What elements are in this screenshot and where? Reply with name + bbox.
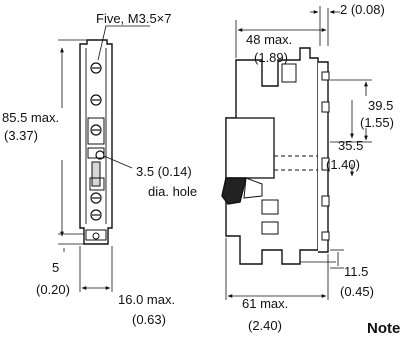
depth-mm-label: 61 max.: [242, 296, 288, 311]
front-dimension-lines: [58, 25, 150, 292]
bottom-in-label: (0.20): [36, 282, 70, 297]
foot-in-label: (0.45): [340, 284, 374, 299]
note-heading: Note: [367, 320, 400, 337]
top-in-label: (1.89): [254, 50, 288, 65]
height-mm-label: 85.5 max.: [2, 110, 59, 125]
bottom-mm-label: 5: [52, 260, 59, 275]
width-in-label: (0.63): [132, 312, 166, 327]
foot-mm-label: 11.5: [344, 264, 368, 279]
width-mm-label: 16.0 max.: [118, 292, 175, 307]
height-in-label: (3.37): [4, 128, 38, 143]
front-view: [79, 39, 113, 245]
depth-in-label: (2.40): [248, 318, 282, 333]
screw-terminals: [90, 62, 102, 221]
screws-callout: Five, M3.5×7: [96, 11, 172, 26]
hole-desc-label: dia. hole: [148, 184, 197, 199]
rail-upper-mm-label: 39.5: [368, 98, 393, 113]
rail-upper-in-label: (1.55): [360, 115, 394, 130]
hole-mm-label: 3.5 (0.14): [136, 164, 192, 179]
rail-lower-mm-label: 35.5: [338, 138, 363, 153]
rail-lower-in-label: (1.40): [326, 157, 360, 172]
edge-label: 2 (0.08): [340, 2, 385, 17]
top-mm-label: 48 max.: [246, 32, 292, 47]
side-dimension-lines: [225, 6, 372, 300]
side-view: [221, 47, 330, 265]
